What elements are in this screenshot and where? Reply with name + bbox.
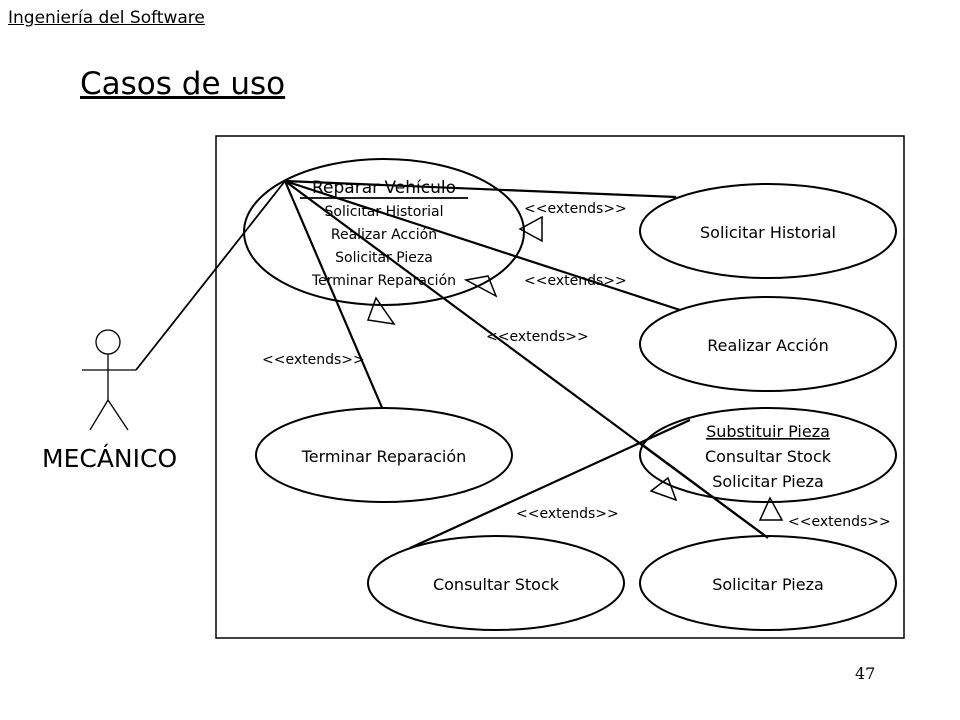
use-case-reparar-vehiculo: Reparar Vehículo Solicitar Historial Rea…: [243, 158, 525, 306]
extends-label: <<extends>>: [524, 273, 627, 289]
extends-label: <<extends>>: [788, 514, 891, 530]
extension-point: Solicitar Pieza: [335, 250, 433, 266]
extends-label: <<extends>>: [486, 329, 589, 345]
arrowhead-historial: [518, 215, 543, 243]
use-case-realizar-accion: Realizar Acción: [639, 296, 897, 392]
use-case-solicitar-historial: Solicitar Historial: [639, 183, 897, 279]
use-case-substituir-pieza: Substituir Pieza Consultar Stock Solicit…: [639, 407, 897, 503]
extends-line-historial: [284, 179, 677, 199]
extends-line-terminar: [283, 180, 385, 411]
use-case-solicitar-pieza: Solicitar Pieza: [639, 535, 897, 631]
extends-label: <<extends>>: [516, 506, 619, 522]
use-case-consultar-stock: Consultar Stock: [367, 535, 625, 631]
extends-label: <<extends>>: [524, 201, 627, 217]
reparar-vehiculo-title: Reparar Vehículo: [312, 178, 456, 198]
terminar-reparacion-label: Terminar Reparación: [301, 447, 467, 466]
arrowhead-solicitar-pieza: [758, 496, 784, 521]
actor-name: MECÁNICO: [42, 444, 178, 473]
slide-title: Casos de uso: [80, 66, 286, 102]
extends-line-solicitar-pieza-overlay: [639, 442, 769, 539]
actor-figure: [82, 329, 136, 431]
arrowhead-stock: [649, 476, 678, 502]
extends-label: <<extends>>: [262, 352, 365, 368]
solicitar-historial-label: Solicitar Historial: [700, 223, 836, 242]
extends-line-consultar-stock: [409, 418, 691, 550]
extension-point: Solicitar Pieza: [712, 472, 824, 491]
consultar-stock-label: Consultar Stock: [433, 575, 560, 594]
extension-point: Realizar Acción: [331, 227, 437, 243]
extension-point: Consultar Stock: [705, 447, 832, 466]
realizar-accion-label: Realizar Acción: [707, 336, 828, 355]
extension-point: Terminar Reparación: [311, 273, 456, 289]
solicitar-pieza-label: Solicitar Pieza: [712, 575, 824, 594]
actor-association-line: [135, 180, 286, 371]
use-case-terminar-reparacion: Terminar Reparación: [255, 407, 513, 503]
page-number: 47: [855, 664, 876, 683]
substituir-pieza-title: Substituir Pieza: [706, 422, 830, 441]
extends-line-accion: [284, 179, 681, 312]
arrowhead-terminar: [366, 296, 396, 326]
extension-point: Solicitar Historial: [325, 204, 444, 220]
course-header: Ingeniería del Software: [8, 8, 205, 28]
system-boundary: [215, 135, 905, 639]
